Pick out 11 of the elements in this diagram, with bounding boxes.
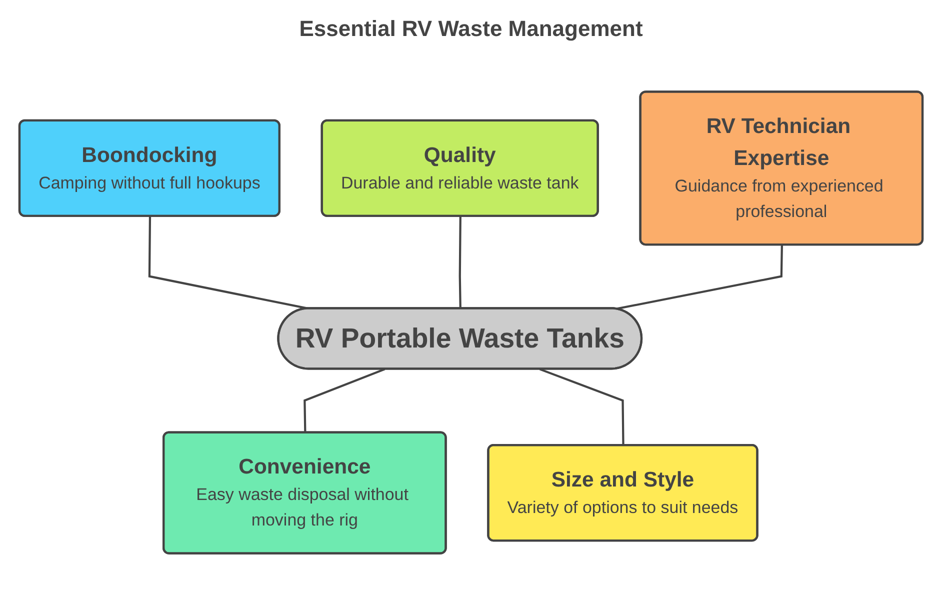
connector-line: [458, 216, 462, 309]
connector-line: [616, 245, 783, 310]
topic-card: Boondocking Camping without full hookups: [18, 119, 280, 217]
topic-card: Convenience Easy waste disposal without moving the rig: [162, 431, 447, 554]
topic-card: RV Technician Expertise Guidance from experienced professional: [639, 90, 924, 246]
central-topic-pill: RV Portable Waste Tanks: [277, 307, 643, 370]
connector-line: [304, 368, 386, 433]
connector-line: [539, 368, 624, 446]
diagram-title: Essential RV Waste Management: [299, 16, 643, 42]
topic-card: Size and Style Variety of options to suit needs: [487, 444, 758, 542]
topic-card: Quality Durable and reliable waste tank: [320, 119, 599, 217]
